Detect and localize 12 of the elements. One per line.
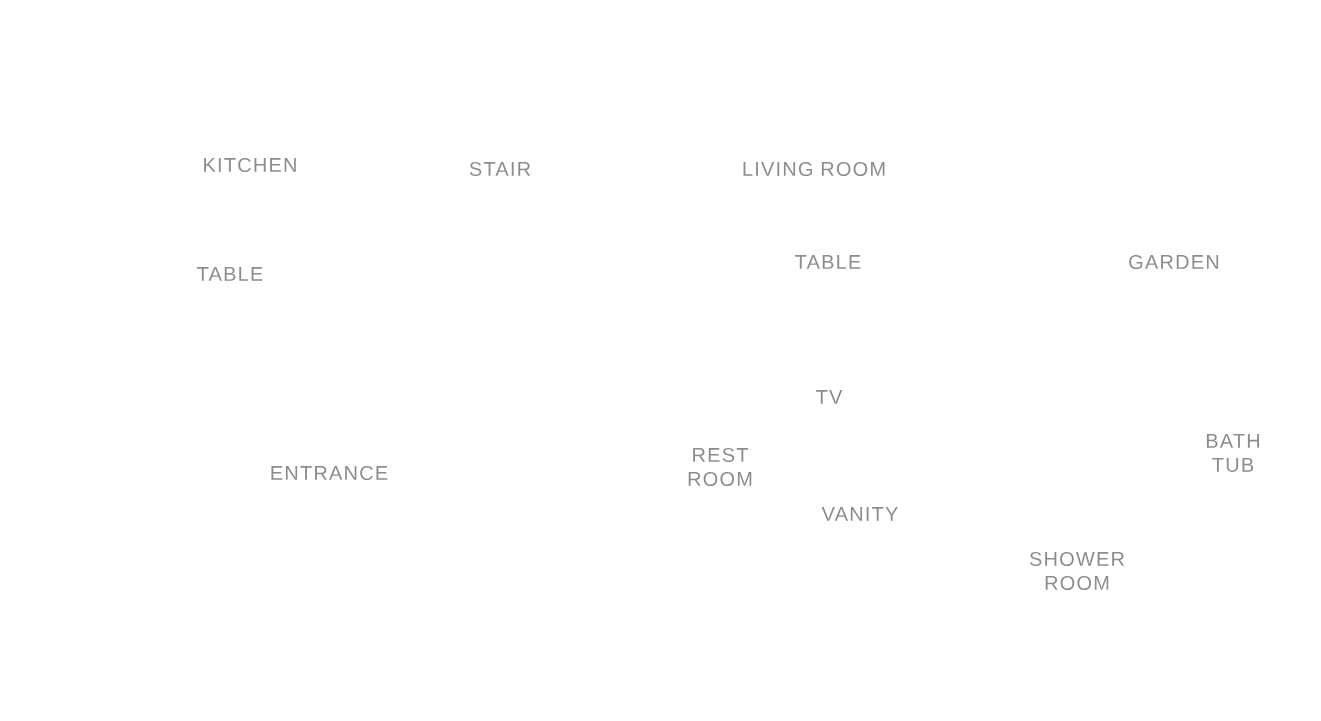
room-label: STAIR — [469, 161, 531, 177]
room-label: KITCHEN — [204, 157, 296, 173]
room-label: GARDEN — [1129, 254, 1219, 270]
room-label: TABLE — [795, 255, 861, 269]
room-label: BATH TUB — [1206, 434, 1260, 472]
room-label: REST ROOM — [688, 447, 752, 487]
room-label: VANITY — [821, 507, 898, 521]
room-label: SHOWER ROOM — [1029, 551, 1125, 591]
room-label: LIVING ROOM — [743, 161, 885, 177]
room-label: TABLE — [197, 267, 263, 281]
room-label: ENTRANCE — [271, 465, 388, 481]
room-label: TV — [816, 390, 843, 404]
